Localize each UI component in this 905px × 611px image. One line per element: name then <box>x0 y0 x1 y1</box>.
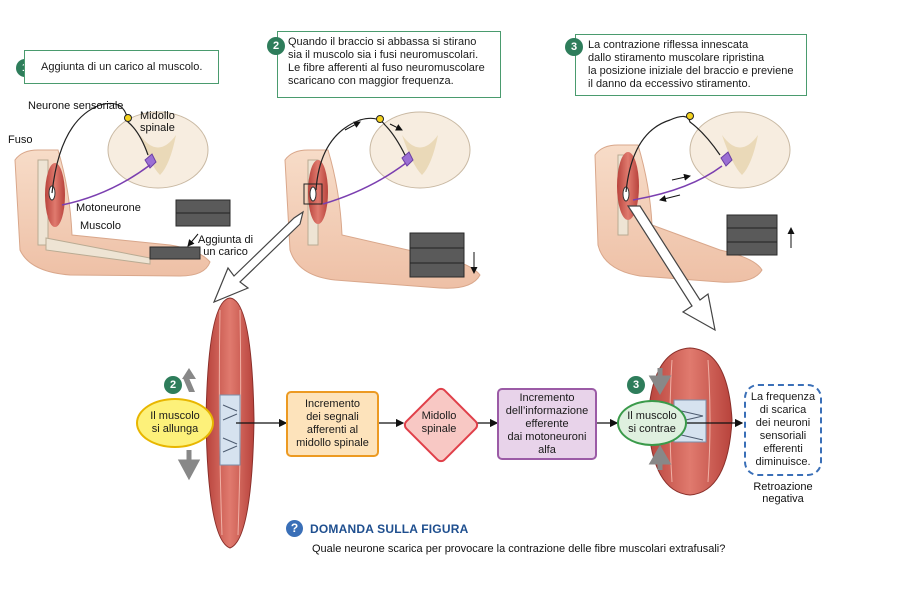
question-text: Quale neurone scarica per provocare la c… <box>312 543 726 555</box>
panel3-arm <box>594 144 763 283</box>
node-contract-line: Il muscolo <box>627 410 677 422</box>
step2-line: Quando il braccio si abbassa si stirano <box>288 36 477 48</box>
panel2-spinal-cord <box>369 111 471 189</box>
node-afferent-line: Incremento <box>304 398 360 410</box>
node-feedback: La frequenza di scarica dei neuroni sens… <box>744 384 822 476</box>
contract-arrow-up <box>648 445 672 470</box>
stretch-arrow-up <box>182 368 196 392</box>
label-spinal-cord-line: spinale <box>140 122 175 134</box>
node-cord-line: spinale <box>421 423 457 435</box>
label-spindle: Fuso <box>8 134 33 146</box>
label-motoneuron: Motoneurone <box>76 202 141 214</box>
node-stretch-line: Il muscolo <box>150 410 200 422</box>
label-spinal-cord-line: Midollo <box>140 110 175 122</box>
zoom-arrow-right <box>626 205 716 332</box>
panel3-spinal-cord <box>689 111 791 189</box>
node-afferent-signals: Incremento dei segnali afferenti al mido… <box>286 391 379 457</box>
stretch-arrow-down <box>177 450 201 481</box>
node-spinal-cord: Midollo spinale <box>403 403 475 443</box>
step3-line: La contrazione riflessa innescata <box>588 39 749 51</box>
node-feedback-line: diminuisce. <box>755 456 811 468</box>
node-afferent-line: midollo spinale <box>296 437 369 449</box>
label-muscle: Muscolo <box>80 220 121 232</box>
question-icon: ? <box>286 520 303 537</box>
label-sensory-neuron: Neurone sensoriale <box>28 100 124 112</box>
node-efferent-line: Incremento <box>519 391 575 404</box>
node-feedback-line: efferenti <box>763 443 803 455</box>
label-load-line: un carico <box>203 246 248 258</box>
question-title: DOMANDA SULLA FIGURA <box>310 522 469 536</box>
label-load-line: Aggiunta di <box>198 234 254 246</box>
flow-step3-badge: 3 <box>627 376 645 394</box>
node-feedback-line: di scarica <box>759 404 807 416</box>
label-load: Aggiunta di un carico <box>198 234 253 258</box>
node-efferent-line: alfa <box>538 443 556 456</box>
node-efferent-line: efferente <box>525 417 569 430</box>
panel2-arm <box>284 149 481 289</box>
node-efferent-line: dell’informazione <box>505 404 589 417</box>
node-stretch-line: si allunga <box>151 423 199 435</box>
step1-callout: Aggiunta di un carico al muscolo. <box>24 50 219 84</box>
muscle-contracted <box>647 347 733 496</box>
panel3-weight <box>726 214 795 256</box>
node-efferent-info: Incremento dell’informazione efferente d… <box>497 388 597 460</box>
step3-badge: 3 <box>565 38 583 56</box>
panel3-neurons <box>625 112 723 202</box>
muscle-stretched <box>205 297 255 549</box>
feedback-caption-line: negativa <box>762 493 804 505</box>
node-feedback-line: La frequenza <box>750 391 816 403</box>
panel2-neurons <box>315 115 407 205</box>
node-afferent-line: afferenti al <box>306 424 359 436</box>
step3-line: dallo stiramento muscolare ripristina <box>588 52 765 64</box>
step2-line: Le fibre afferenti al fuso neuromuscolar… <box>288 62 485 74</box>
node-efferent-line: dai motoneuroni <box>507 430 587 443</box>
node-feedback-line: dei neuroni <box>755 417 811 429</box>
step3-line: la posizione iniziale del braccio e prev… <box>588 65 794 77</box>
step2-line: sia il muscolo sia i fusi neuromuscolari… <box>288 49 479 61</box>
flow-step2-badge: 2 <box>164 376 182 394</box>
node-muscle-contracts: Il muscolo si contrae <box>617 400 687 446</box>
node-muscle-stretches: Il muscolo si allunga <box>136 398 214 448</box>
panel1-weight <box>149 199 231 260</box>
zoom-arrow-left <box>212 210 304 304</box>
step2-line: scaricano con maggior frequenza. <box>288 75 454 87</box>
step3-line: il danno da eccessivo stiramento. <box>588 78 751 90</box>
panel1-spinal-cord <box>107 111 209 189</box>
contract-arrow-down <box>648 368 672 395</box>
panel1-neurons <box>51 102 151 206</box>
step3-callout: La contrazione riflessa innescata dallo … <box>575 34 807 96</box>
node-cord-line: Midollo <box>421 410 457 422</box>
step1-text: Aggiunta di un carico al muscolo. <box>41 61 203 73</box>
node-feedback-line: sensoriali <box>759 430 807 442</box>
node-contract-line: si contrae <box>628 423 676 435</box>
panel1-arm <box>14 149 211 277</box>
step2-badge: 2 <box>267 37 285 55</box>
node-afferent-line: dei segnali <box>306 411 359 423</box>
panel2-weight <box>409 232 478 278</box>
feedback-caption-line: Retroazione <box>753 481 813 493</box>
label-spinal-cord: Midollo spinale <box>140 110 175 134</box>
feedback-caption: Retroazione negativa <box>744 481 822 505</box>
step2-callout: Quando il braccio si abbassa si stirano … <box>277 31 501 98</box>
